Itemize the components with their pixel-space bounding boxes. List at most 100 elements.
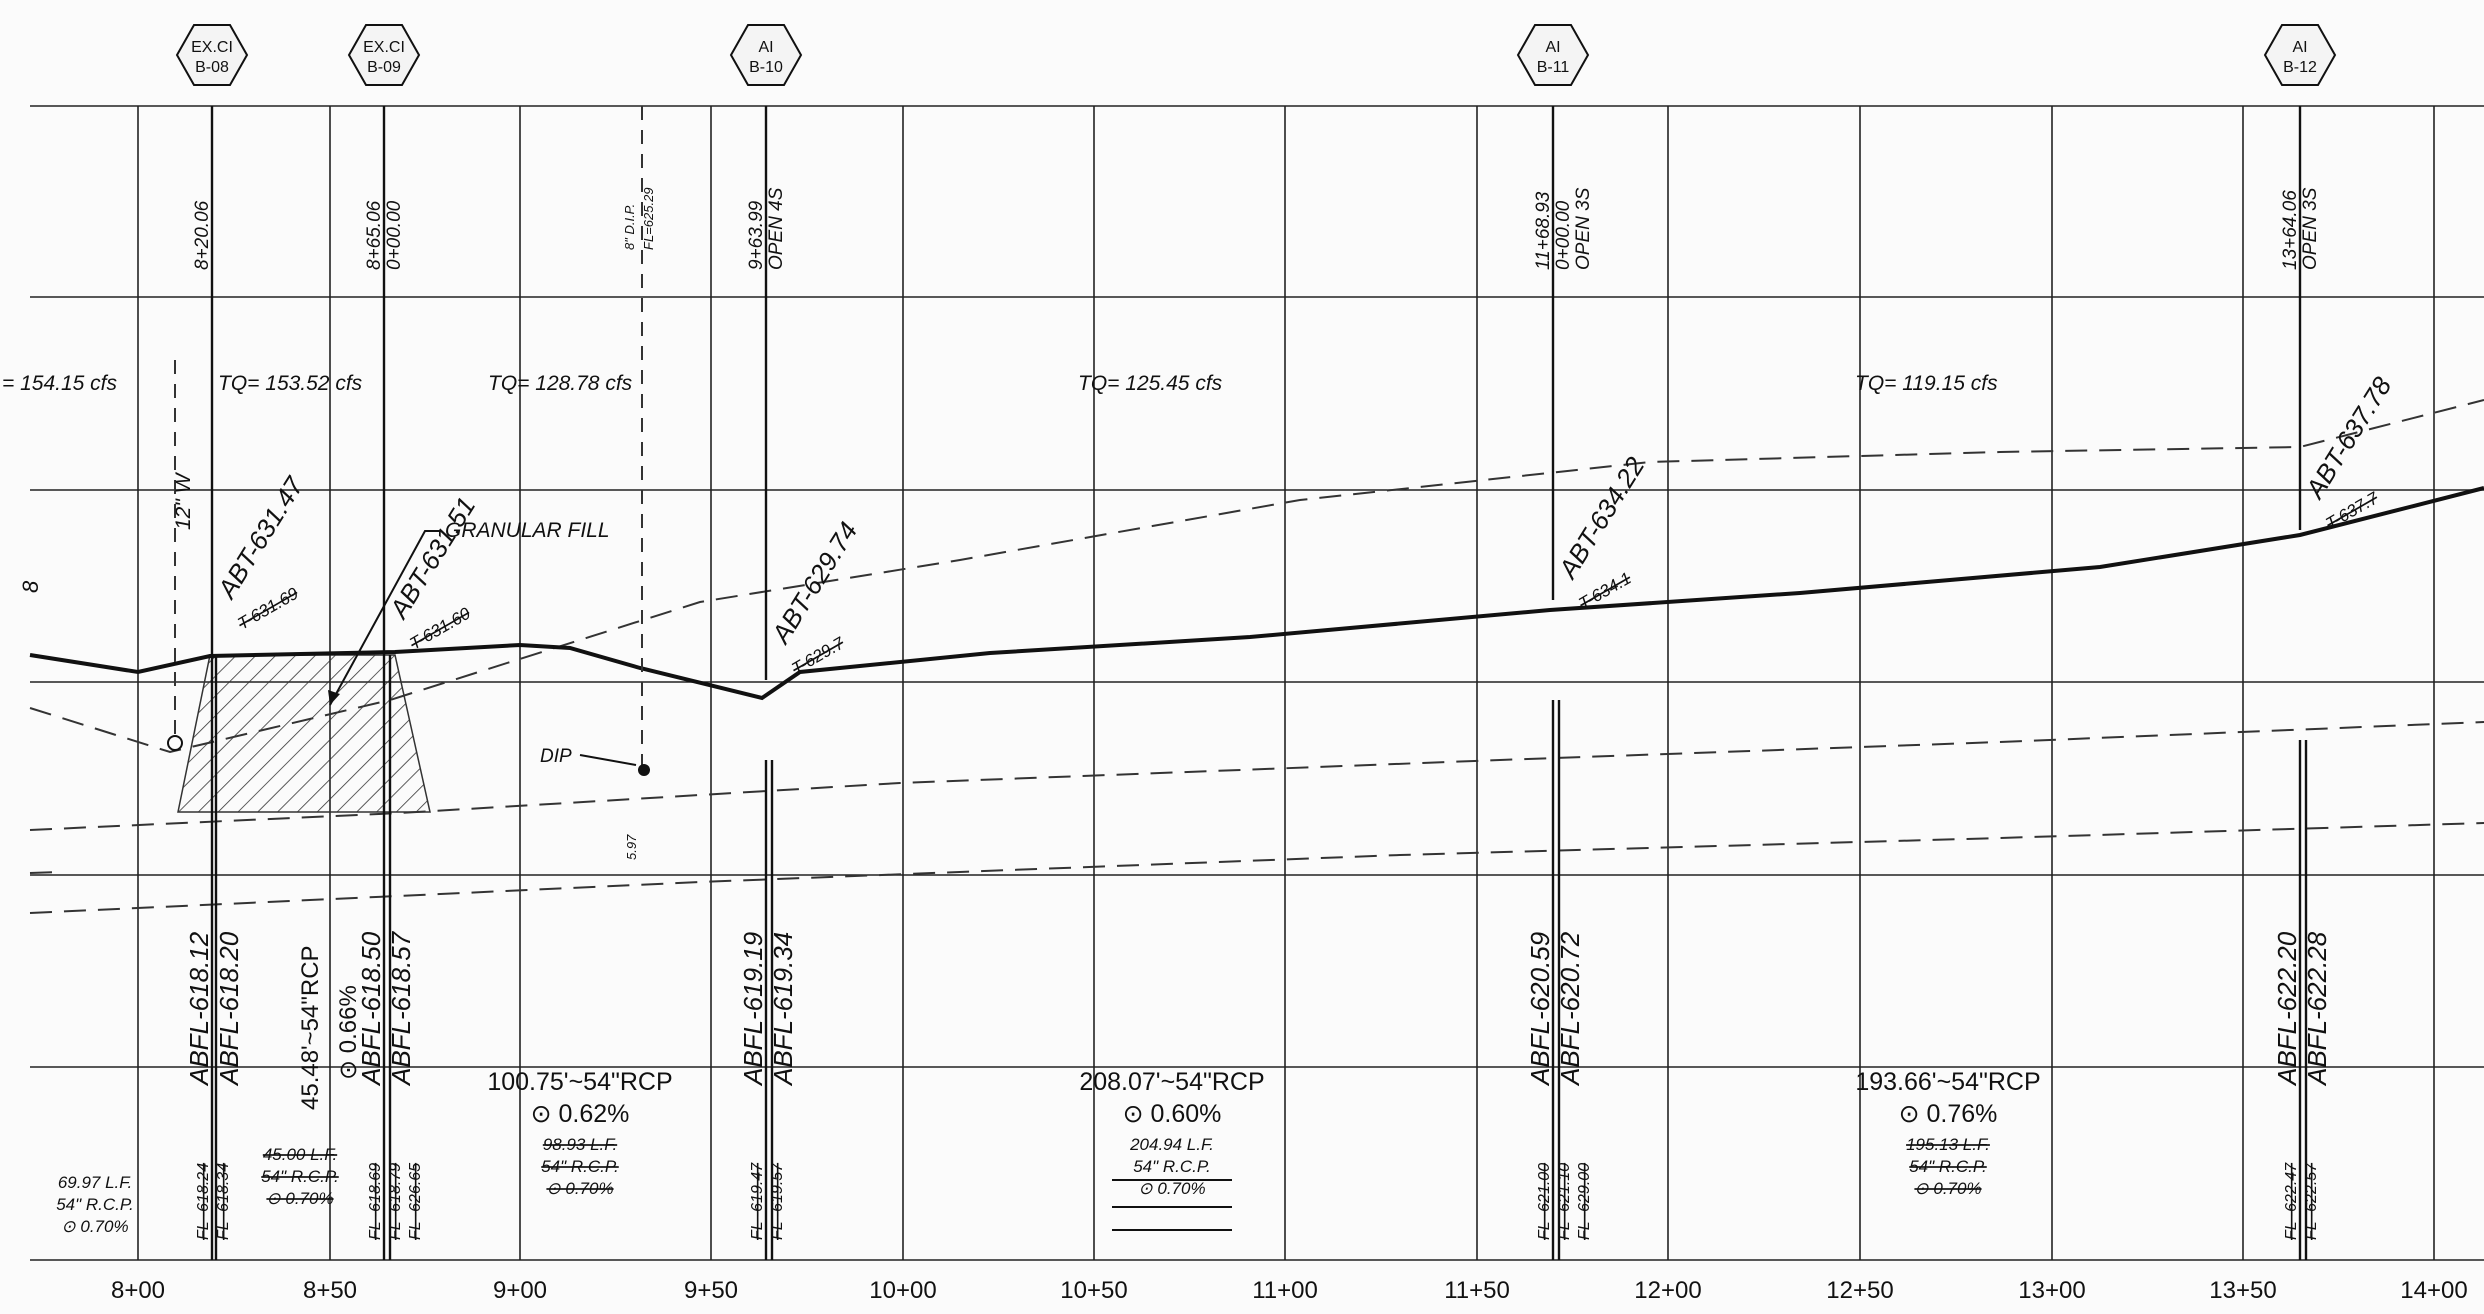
flowline-in: ABFL-618.50 bbox=[356, 931, 386, 1087]
station-tick-label: 13+50 bbox=[2209, 1277, 2276, 1304]
pipe-run-labels: 69.97 L.F. 54" R.C.P. ⊙ 0.70% 45.48'~54"RCP… bbox=[56, 945, 2040, 1236]
granular-fill-label: GRANULAR FILL bbox=[445, 519, 610, 542]
top-elevation-new: ABT-629.74 bbox=[765, 517, 864, 650]
flowline-out: ABFL-618.20 bbox=[214, 931, 244, 1087]
tag-type: EX.CI bbox=[191, 39, 233, 56]
station-tick-label: 14+00 bbox=[2400, 1277, 2467, 1304]
station-tick-label: 13+00 bbox=[2018, 1277, 2085, 1304]
station-label-2: OPEN 4S bbox=[766, 187, 787, 270]
tag-hexagon bbox=[2263, 24, 2337, 86]
old-flowline-in: FL -618.69 bbox=[367, 1163, 384, 1240]
tag-number: B-11 bbox=[1537, 59, 1570, 76]
structure-tag-1: EX.CIB-09 bbox=[347, 24, 421, 86]
pipe-slope: ⊙ 0.76% bbox=[1899, 1100, 1998, 1128]
station-label: 8+65.06 bbox=[364, 200, 385, 270]
station-label: 8+20.06 bbox=[192, 200, 213, 270]
flow-label: TQ= 153.52 cfs bbox=[218, 372, 363, 395]
old-pipe-size: 54" R.C.P. bbox=[56, 1195, 134, 1214]
old-flowline-in: FL -618.24 bbox=[195, 1163, 212, 1240]
flowline-in: ABFL-622.20 bbox=[2272, 931, 2302, 1087]
vertical-grid bbox=[137, 106, 2435, 1260]
pipe-run-1: 45.48'~54"RCP⊙ 0.66%45.00 L.F.54" R.C.P.… bbox=[261, 945, 362, 1208]
old-flowline-out: FL -618.79 bbox=[387, 1163, 404, 1240]
station-tick-label: 12+00 bbox=[1634, 1277, 1701, 1304]
station-tick-label: 11+50 bbox=[1444, 1277, 1510, 1304]
old-flowline-in: FL -622.47 bbox=[2283, 1162, 2300, 1240]
old-pipe-size: 54" R.C.P. bbox=[1909, 1157, 1987, 1176]
old-flowline-out: FL -622.57 bbox=[2303, 1162, 2320, 1240]
old-flowline-out: FL -619.57 bbox=[769, 1162, 786, 1240]
flow-label: = 154.15 cfs bbox=[2, 372, 117, 395]
old-flowline-other: FL -629.00 bbox=[1576, 1163, 1593, 1240]
old-pipe-slope: ⊙ 0.70% bbox=[546, 1179, 613, 1198]
tag-hexagon bbox=[729, 24, 803, 86]
tag-number: B-12 bbox=[2283, 59, 2317, 76]
old-pipe-slope: ⊙ 0.70% bbox=[266, 1189, 333, 1208]
flowline-in: ABFL-620.59 bbox=[1525, 932, 1555, 1087]
old-flowline-out: FL -621.10 bbox=[1556, 1163, 1573, 1240]
station-tick-label: 12+50 bbox=[1826, 1277, 1893, 1304]
old-pipe-length: 69.97 L.F. bbox=[58, 1173, 132, 1192]
tag-number: B-08 bbox=[195, 59, 229, 76]
pipe-length-size: 193.66'~54"RCP bbox=[1855, 1068, 2040, 1096]
tag-type: AI bbox=[1545, 39, 1560, 56]
pipe-length-size: 100.75'~54"RCP bbox=[487, 1068, 672, 1096]
flow-labels: = 154.15 cfs TQ= 153.52 cfs TQ= 128.78 c… bbox=[2, 372, 1998, 395]
tag-type: EX.CI bbox=[363, 39, 405, 56]
old-flowline-in: FL -621.00 bbox=[1536, 1163, 1553, 1240]
old-flowline-out: FL -618.34 bbox=[215, 1163, 232, 1240]
old-pipe-length: 204.94 L.F. bbox=[1129, 1135, 1214, 1154]
top-elevation-new: ABT-631.51 bbox=[383, 492, 482, 625]
ground-profile-line bbox=[29, 486, 2484, 701]
old-pipe-size: 54" R.C.P. bbox=[1133, 1157, 1211, 1176]
old-pipe-slope: ⊙ 0.70% bbox=[1914, 1179, 1981, 1198]
station-tick-label: 10+50 bbox=[1060, 1277, 1127, 1304]
old-flowline-in: FL -619.47 bbox=[749, 1162, 766, 1240]
old-pipe-slope: ⊙ 0.70% bbox=[61, 1217, 128, 1236]
tag-type: AI bbox=[758, 39, 773, 56]
flow-label: TQ= 119.15 cfs bbox=[1855, 372, 1998, 395]
pipe-slope: ⊙ 0.66% bbox=[335, 985, 362, 1080]
flow-label: TQ= 125.45 cfs bbox=[1078, 372, 1223, 395]
pipe-length-size: 45.48'~54"RCP bbox=[297, 945, 324, 1110]
station-label-2: 0+00.00 bbox=[1553, 200, 1574, 270]
tag-hexagon bbox=[347, 24, 421, 86]
old-pipe-length: 195.13 L.F. bbox=[1906, 1135, 1990, 1154]
horizontal-grid bbox=[30, 105, 2484, 1261]
flowline-in: ABFL-619.19 bbox=[738, 932, 768, 1087]
dip-size-label: 8" D.I.P. bbox=[622, 204, 637, 250]
structure-lines bbox=[167, 106, 2308, 1260]
structure-tag-0: EX.CI B-08 bbox=[175, 24, 249, 86]
dip-label: DIP bbox=[540, 746, 572, 767]
flowline-out: ABFL-618.57 bbox=[386, 930, 416, 1087]
pipe-slope: ⊙ 0.62% bbox=[531, 1100, 630, 1128]
station-label: 9+63.99 bbox=[746, 200, 767, 270]
flowline-out: ABFL-619.34 bbox=[768, 932, 798, 1087]
pipe-length-size: 208.07'~54"RCP bbox=[1079, 1068, 1264, 1096]
station-label-2: 0+00.00 bbox=[384, 200, 405, 270]
pipe-run-0: 69.97 L.F. 54" R.C.P. ⊙ 0.70% bbox=[56, 1173, 134, 1236]
annotations: GRANULAR FILL 12" W DIP 8" D.I.P. FL=625… bbox=[18, 187, 656, 860]
dashed-profile-lines bbox=[29, 399, 2484, 914]
tag-hexagon bbox=[175, 24, 249, 86]
station-label: 13+64.06 bbox=[2280, 190, 2301, 270]
station-tick-label: 9+50 bbox=[684, 1277, 738, 1304]
station-tick-label: 8+00 bbox=[111, 1277, 165, 1304]
tag-hexagon bbox=[1516, 24, 1590, 86]
flowline-in: ABFL-618.12 bbox=[184, 931, 214, 1087]
old-pipe-slope: ⊙ 0.70% bbox=[1138, 1179, 1205, 1198]
station-tick-label: 9+00 bbox=[493, 1277, 547, 1304]
top-elevation-new: ABT-637.78 bbox=[2299, 371, 2398, 505]
dip-clearance-label: 5.97 bbox=[624, 834, 639, 860]
flowline-out: ABFL-620.72 bbox=[1555, 931, 1585, 1087]
station-tick-label: 10+00 bbox=[869, 1277, 936, 1304]
water-line-label: 12" W bbox=[172, 471, 195, 530]
top-elevation-old: T-637.7 bbox=[2323, 488, 2382, 533]
old-flowline-other: FL -626.65 bbox=[407, 1163, 424, 1240]
station-tick-label: 8+50 bbox=[303, 1277, 357, 1304]
structure-tag-3: AI B-11 bbox=[1516, 24, 1590, 86]
tag-number: B-10 bbox=[749, 59, 783, 76]
